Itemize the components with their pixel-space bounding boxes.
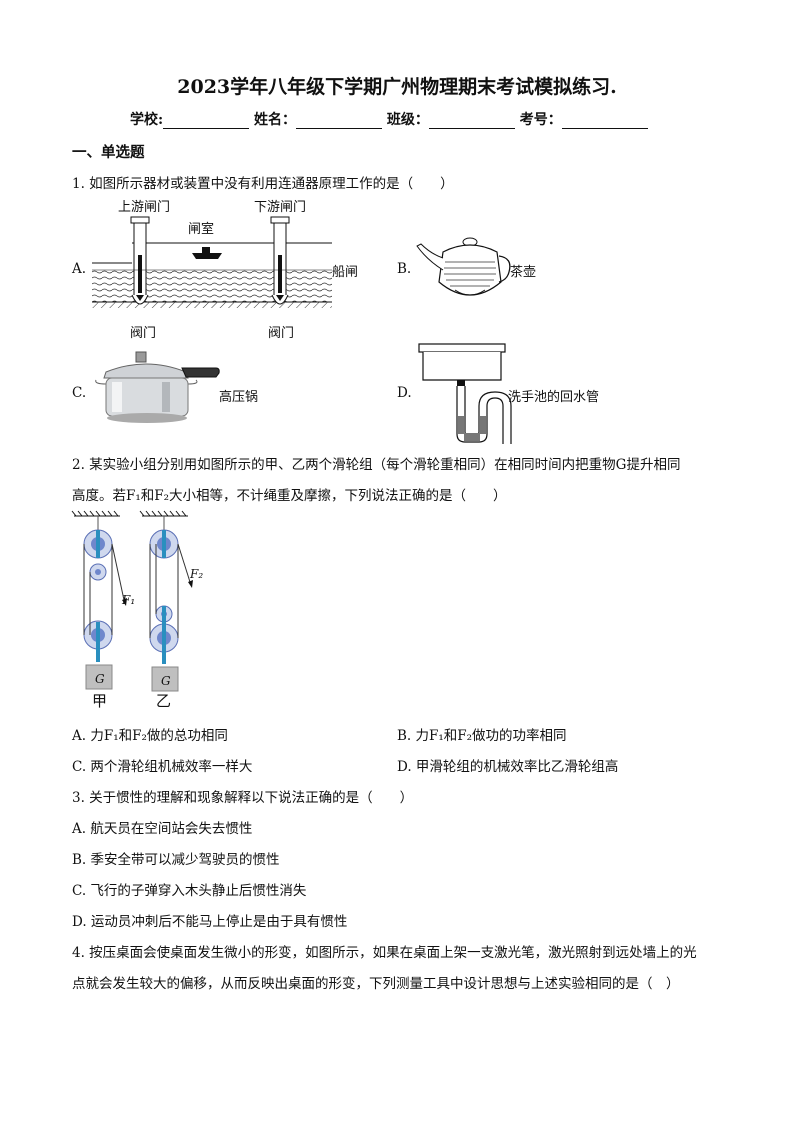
school-label: 学校: <box>130 112 164 128</box>
q4-stem-line2: 点就会发生较大的偏移，从而反映出桌面的形变，下列测量工具中设计思想与上述实验相同… <box>72 976 680 992</box>
label-yi: 乙 <box>156 692 172 710</box>
q1-option-a-letter[interactable]: A. <box>72 261 87 277</box>
lock-valve-left-label: 阀门 <box>130 326 157 341</box>
lock-chamber-label: 闸室 <box>188 222 215 237</box>
number-blank[interactable] <box>561 112 648 129</box>
q1-option-b-letter[interactable]: B. <box>397 261 412 277</box>
lock-upper-gate-label: 上游闸门 <box>118 200 171 215</box>
name-label: 姓名： <box>254 112 297 128</box>
weight-label-jia: G <box>95 672 105 686</box>
pulley-systems-figure <box>71 510 193 692</box>
lock-lower-gate-label: 下游闸门 <box>254 200 307 215</box>
number-label: 考号： <box>519 112 562 128</box>
school-blank[interactable] <box>163 112 250 129</box>
sink-caption: 洗手池的回水管 <box>508 390 600 405</box>
q3-option-c[interactable]: C. 飞行的子弹穿入木头静止后惯性消失 <box>72 883 307 899</box>
q3-option-b[interactable]: B. 季安全带可以减少驾驶员的惯性 <box>72 852 280 868</box>
sink-trap-figure <box>418 343 512 444</box>
f2-label: F₂ <box>190 567 204 581</box>
weight-label-yi: G <box>161 674 171 688</box>
student-info-line: 学校: 姓名： 班级： 考号： <box>130 109 648 129</box>
teapot-figure <box>416 237 511 296</box>
class-blank[interactable] <box>428 112 515 129</box>
q2-stem-line2: 高度。若F₁和F₂大小相等，不计绳重及摩擦，下列说法正确的是（ ） <box>72 488 507 504</box>
q2-option-d[interactable]: D. 甲滑轮组的机械效率比乙滑轮组高 <box>397 759 619 775</box>
q2-option-a[interactable]: A. 力F₁和F₂做的总功相同 <box>72 728 228 744</box>
f1-label: F₁ <box>122 593 136 607</box>
pressure-cooker-caption: 高压锅 <box>219 390 259 405</box>
section-heading: 一、单选题 <box>72 144 145 161</box>
ship-lock-caption: 船闸 <box>332 265 359 280</box>
q3-stem: 3. 关于惯性的理解和现象解释以下说法正确的是（ ） <box>72 790 414 806</box>
q2-option-c[interactable]: C. 两个滑轮组机械效率一样大 <box>72 759 253 775</box>
lock-valve-right-label: 阀门 <box>268 326 295 341</box>
label-jia: 甲 <box>92 692 108 710</box>
page-title: 2023学年八年级下学期广州物理期末考试模拟练习. <box>177 76 617 98</box>
name-blank[interactable] <box>296 112 383 129</box>
q2-option-b[interactable]: B. 力F₁和F₂做功的功率相同 <box>397 728 567 744</box>
q3-option-d[interactable]: D. 运动员冲刺后不能马上停止是由于具有惯性 <box>72 914 348 930</box>
pressure-cooker-figure <box>95 351 220 423</box>
class-label: 班级： <box>386 112 429 128</box>
teapot-caption: 茶壶 <box>510 265 537 280</box>
ship-lock-figure <box>92 216 332 308</box>
q1-stem: 1. 如图所示器材或装置中没有利用连通器原理工作的是（ ） <box>72 176 454 192</box>
q1-option-c-letter[interactable]: C. <box>72 385 87 401</box>
q3-option-a[interactable]: A. 航天员在空间站会失去惯性 <box>72 821 253 837</box>
q4-stem-line1: 4. 按压桌面会使桌面发生微小的形变，如图所示，如果在桌面上架一支激光笔，激光照… <box>72 945 697 961</box>
q2-stem-line1: 2. 某实验小组分别用如图所示的甲、乙两个滑轮组（每个滑轮重相同）在相同时间内把… <box>72 457 681 473</box>
q1-option-d-letter[interactable]: D. <box>397 385 412 401</box>
